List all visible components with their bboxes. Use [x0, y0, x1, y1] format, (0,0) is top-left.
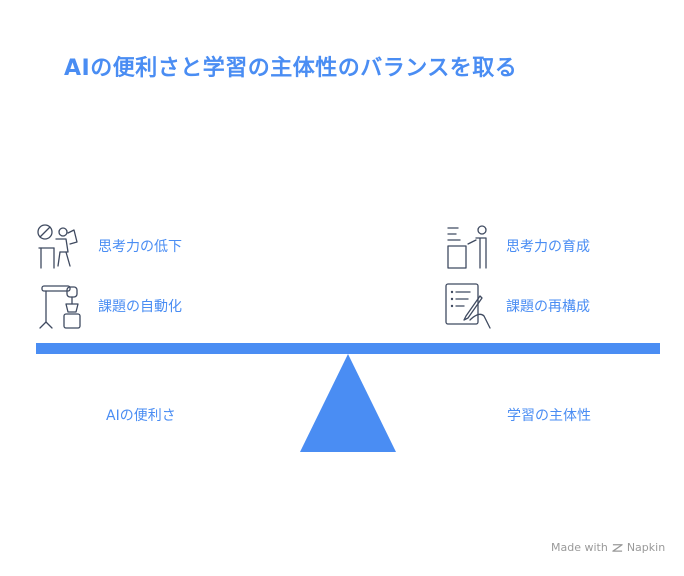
right-item-task-restructure: 課題の再構成 [444, 282, 590, 330]
right-item-label: 思考力の育成 [506, 239, 590, 255]
right-item-thinking-growth: 思考力の育成 [444, 222, 590, 270]
fulcrum-triangle [300, 354, 396, 452]
left-item-task-automation: 課題の自動化 [36, 282, 182, 330]
hand-writing-document-icon [445, 283, 491, 329]
person-at-whiteboard-icon [447, 225, 487, 269]
left-item-label: 課題の自動化 [98, 299, 182, 315]
right-side-label: 学習の主体性 [507, 408, 591, 424]
made-with-text: Made with [551, 541, 608, 554]
left-side-label: AIの便利さ [106, 408, 176, 424]
napkin-logo-icon [612, 544, 623, 552]
balance-beam [36, 343, 660, 354]
right-item-label: 課題の再構成 [506, 299, 590, 315]
left-item-label: 思考力の低下 [98, 239, 182, 255]
napkin-brand: Napkin [626, 541, 666, 554]
person-at-desk-prohibited-icon [37, 224, 78, 269]
made-with-napkin: Made with Napkin [551, 541, 665, 554]
robot-arm-icon [39, 285, 81, 329]
left-item-thinking-decline: 思考力の低下 [36, 222, 182, 270]
diagram-title: AIの便利さと学習の主体性のバランスを取る [64, 56, 518, 81]
